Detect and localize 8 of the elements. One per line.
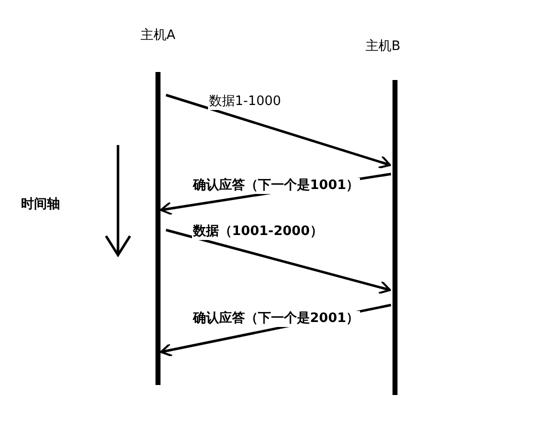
edge-label: 数据1-1000	[208, 94, 282, 110]
edge-label: 确认应答（下一个是1001）	[192, 178, 360, 194]
edge-label: 确认应答（下一个是2001）	[192, 311, 360, 327]
arrow	[166, 94, 391, 169]
axis-label: 时间轴	[20, 197, 61, 213]
arrow	[166, 228, 391, 294]
host-label: 主机A	[140, 27, 176, 44]
host-label: 主机B	[364, 38, 402, 55]
